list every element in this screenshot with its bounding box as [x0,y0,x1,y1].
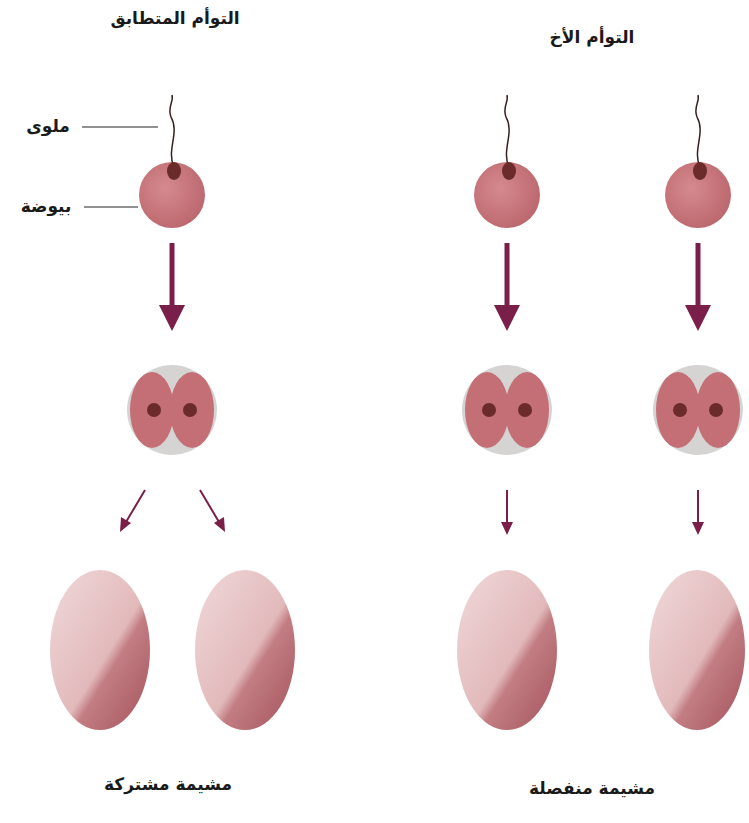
placenta-label: مشيمة منفصلة [529,778,655,798]
column-heading: التوأم الأخ [550,27,635,47]
placenta-label: مشيمة مشتركة [104,774,232,794]
column-heading: التوأم المتطابق [110,8,239,28]
part-label: ملوى [26,116,70,136]
part-label: بيوضة [21,196,72,216]
